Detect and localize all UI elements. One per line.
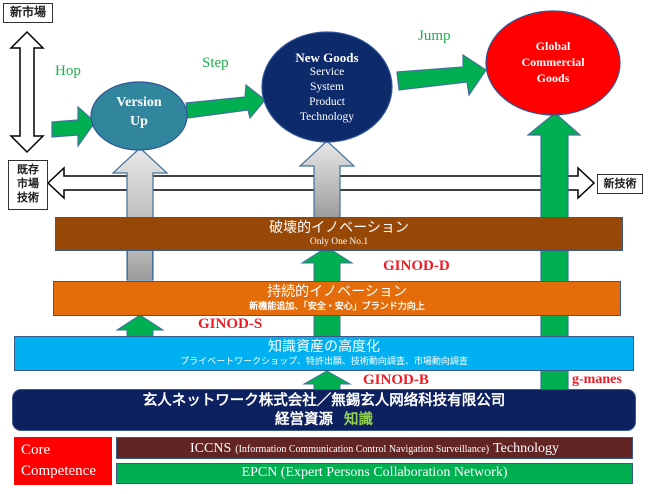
existing-label-line-1: 既存 bbox=[17, 163, 39, 176]
gray-arrow-version-up bbox=[111, 147, 169, 281]
existing-label-line-3: 技術 bbox=[17, 191, 39, 204]
iccns-bar: ICCNS (Information Communication Control… bbox=[116, 437, 633, 459]
existing-label-line-2: 市場 bbox=[17, 177, 39, 190]
iccns-suffix: Technology bbox=[493, 441, 559, 456]
step-label: Step bbox=[202, 55, 229, 71]
step-arrow bbox=[185, 83, 266, 120]
new-goods-line-2: System bbox=[310, 81, 344, 93]
green-arrow-to-sustaining bbox=[115, 314, 165, 338]
epcn-bar: EPCN (Expert Persons Collaboration Netwo… bbox=[116, 463, 633, 484]
company-name: 玄人ネットワーク株式会社／無錫玄人网络科技有限公司 bbox=[142, 393, 506, 409]
gray-arrow-stem-lower bbox=[127, 251, 153, 280]
global-goods-node bbox=[485, 10, 621, 116]
new-goods-line-4: Technology bbox=[299, 111, 355, 123]
new-tech-label: 新技術 bbox=[597, 174, 643, 194]
hop-arrow bbox=[51, 105, 96, 148]
new-goods-text: New Goods Service System Product Technol… bbox=[262, 50, 392, 125]
iccns-detail: (Information Communication Control Navig… bbox=[235, 444, 490, 455]
global-line-3: Goods bbox=[536, 71, 570, 85]
iccns-prefix: ICCNS bbox=[190, 441, 232, 456]
sustaining-title: 持続的イノベーション bbox=[267, 284, 407, 300]
version-up-node bbox=[90, 81, 188, 151]
knowledge-assets-band: 知識資産の高度化 プライベートワークショップ、特許出願、技術動向調査、市場動向調… bbox=[14, 336, 634, 371]
hop-label: Hop bbox=[55, 63, 81, 79]
global-line-1: Global bbox=[535, 39, 571, 53]
ginod-d-label: GINOD-D bbox=[383, 258, 450, 274]
new-goods-line-1: Service bbox=[309, 66, 345, 78]
ginod-s-label: GINOD-S bbox=[198, 316, 263, 332]
version-up-line-1: Version bbox=[116, 95, 162, 110]
sustaining-innovation-band: 持続的イノベーション 新機能追加、「安全・安心」ブランド力向上 bbox=[53, 281, 621, 316]
company-resources: 経営資源 知識 bbox=[13, 411, 635, 430]
sustaining-subtitle: 新機能追加、「安全・安心」ブランド力向上 bbox=[249, 302, 425, 312]
green-arrow-to-disruptive bbox=[300, 246, 354, 283]
market-axis-arrow bbox=[9, 30, 45, 154]
disruptive-subtitle: Only One No.1 bbox=[309, 237, 369, 247]
resources-highlight: 知識 bbox=[344, 412, 374, 428]
global-goods-text: Global Commercial Goods bbox=[486, 38, 620, 86]
global-line-2: Commercial bbox=[521, 55, 585, 69]
new-goods-node bbox=[261, 31, 393, 143]
knowledge-title: 知識資産の高度化 bbox=[268, 339, 380, 355]
jump-label: Jump bbox=[418, 28, 451, 44]
g-manes-label: g-manes bbox=[572, 372, 622, 387]
version-up-line-2: Up bbox=[130, 114, 148, 129]
core-competence-label: Core Competence bbox=[14, 437, 112, 485]
disruptive-title: 破壊的イノベーション bbox=[269, 220, 409, 236]
ginod-b-label: GINOD-B bbox=[363, 372, 429, 388]
disruptive-innovation-band: 破壊的イノベーション Only One No.1 bbox=[55, 217, 623, 251]
company-band: 玄人ネットワーク株式会社／無錫玄人网络科技有限公司 経営資源 知識 bbox=[12, 389, 636, 431]
resources-prefix: 経営資源 bbox=[274, 412, 333, 428]
jump-arrow bbox=[396, 53, 487, 97]
version-up-text: Version Up bbox=[91, 93, 187, 131]
core-line-1: Core bbox=[21, 442, 51, 458]
new-goods-title: New Goods bbox=[295, 50, 359, 65]
new-market-label: 新市場 bbox=[3, 3, 53, 23]
knowledge-subtitle: プライベートワークショップ、特許出願、技術動向調査、市場動向調査 bbox=[180, 357, 468, 367]
new-goods-line-3: Product bbox=[309, 96, 345, 108]
existing-market-tech-label: 既存 市場 技術 bbox=[8, 160, 48, 210]
core-line-2: Competence bbox=[21, 463, 96, 479]
